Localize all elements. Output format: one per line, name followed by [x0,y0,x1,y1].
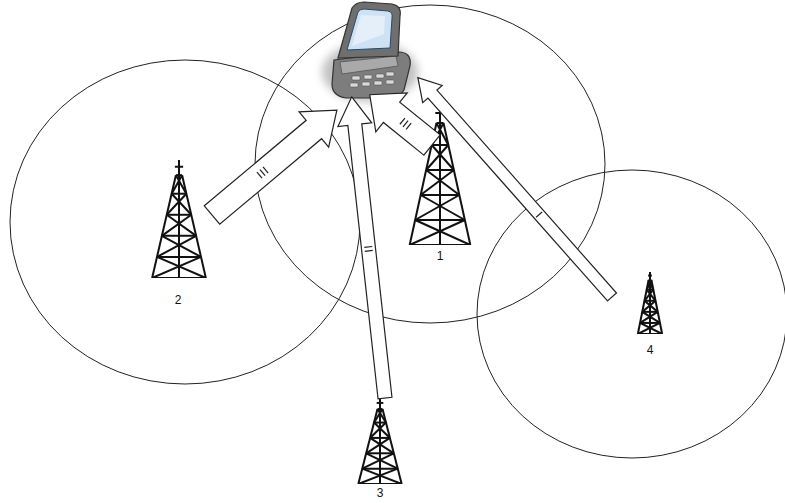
tower-number: 1 [435,249,446,263]
tower-number: 3 [375,486,386,500]
cell-tower [152,160,206,278]
signal-arrows [197,69,622,400]
tower-number: 2 [173,293,184,307]
coverage-circle [477,170,785,458]
cell-tower [358,398,401,484]
phone [322,2,418,102]
signal-arrow [335,95,402,400]
coverage-circle [255,5,605,323]
tower-number: 4 [645,343,656,357]
phone-lid [338,2,400,58]
screen-glare [352,15,385,46]
phone-base [332,52,410,98]
coverage-areas [10,5,785,458]
phone-keypad [350,72,394,87]
phone-hinge [340,56,398,74]
towers [152,105,662,484]
coverage-circle [10,60,360,384]
cell-tower [638,272,662,334]
phone-screen [347,9,392,50]
signal-arrow [408,69,622,306]
signal-arrow [197,93,351,233]
